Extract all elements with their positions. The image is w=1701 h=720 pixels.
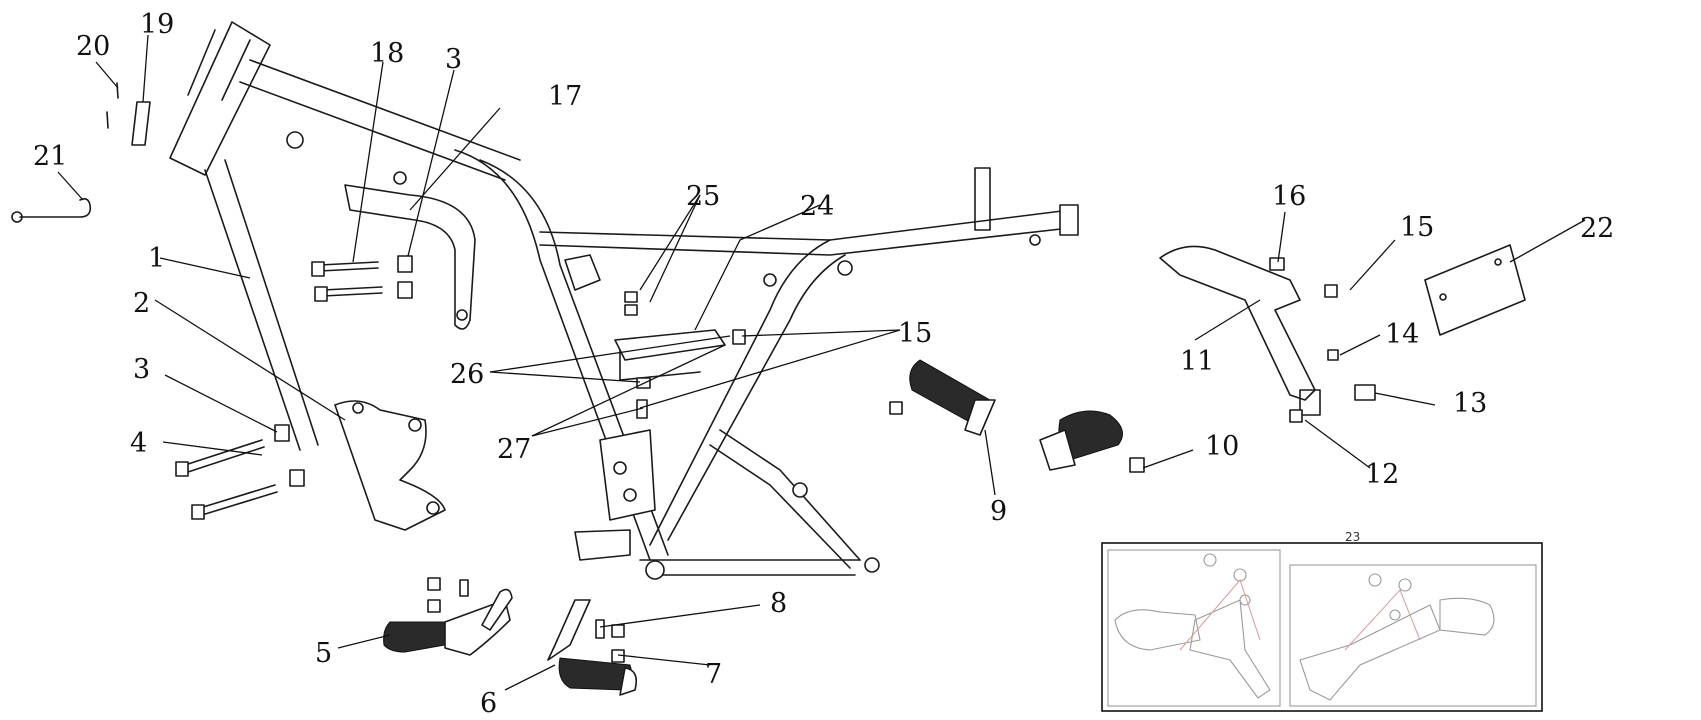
callout-6: 6 [480,688,497,719]
callout-4: 4 [130,428,147,459]
callout-12: 12 [1365,459,1399,490]
callout-15-center: 15 [898,318,932,349]
callout-15-right: 15 [1400,212,1434,243]
small-bracket [106,82,151,146]
long-bolt-set [175,261,383,520]
callout-2: 2 [133,288,150,319]
license-plate [1424,244,1526,336]
callout-18: 18 [370,38,404,69]
engine-mount-plate [334,400,446,531]
callout-8: 8 [770,588,787,619]
inset-detail-23: 23 [1101,530,1543,712]
callout-10: 10 [1205,431,1239,462]
leader-lines [57,34,1586,691]
nut-set [274,255,413,487]
license-bracket [1159,245,1376,423]
callout-3-upper: 3 [445,44,462,75]
callout-9: 9 [990,496,1007,527]
spring-clip [11,198,92,223]
callout-11: 11 [1180,346,1214,377]
rear-footpeg-left [1039,410,1145,473]
inset-title: 23 [1345,530,1360,544]
motorcycle-frame [169,21,1079,580]
battery-tray [344,184,476,330]
center-bracket [614,291,746,419]
callout-22: 22 [1580,213,1614,244]
callout-17: 17 [548,81,582,112]
callout-1: 1 [148,243,165,274]
callout-14: 14 [1385,319,1419,350]
callout-19: 19 [140,9,174,40]
callout-25: 25 [686,181,720,212]
callout-27: 27 [497,434,531,465]
callout-labels: 1 2 3 3 4 5 6 7 8 9 10 11 12 13 14 15 15… [33,9,1614,719]
callout-24: 24 [800,191,834,222]
callout-16: 16 [1272,181,1306,212]
callout-21: 21 [33,141,67,172]
rear-footpeg-right [889,359,996,436]
callout-7: 7 [705,659,722,690]
front-footpeg-right [547,599,638,696]
callout-20: 20 [76,31,110,62]
callout-13: 13 [1453,388,1487,419]
callout-26: 26 [450,359,484,390]
callout-3-lower: 3 [133,354,150,385]
front-footpeg-left [383,577,513,656]
callout-5: 5 [315,638,332,669]
